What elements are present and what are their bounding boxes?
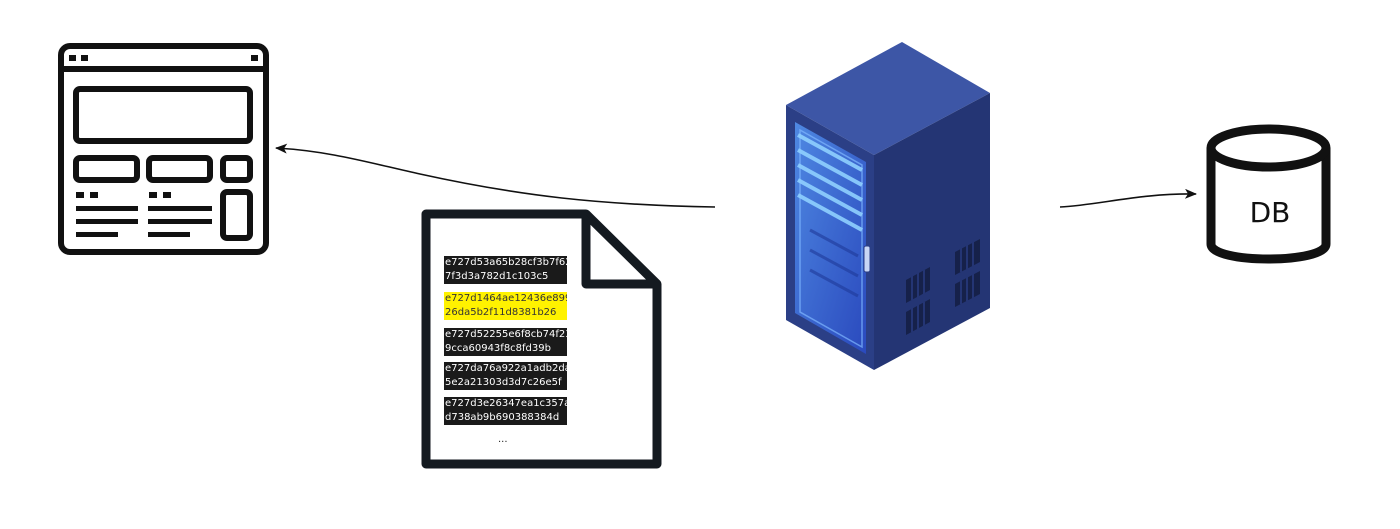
browser-wireframe-details (69, 55, 258, 237)
hash-line: 26da5b2f11d8381b26 (445, 307, 557, 318)
arrow-server-to-browser (275, 143, 716, 208)
hash-line: 9cca60943f8c8fd39b (445, 343, 551, 354)
database-icon (1206, 124, 1331, 264)
hash-line: e727d1464ae12436e899a7 (445, 293, 567, 304)
hash-line: d738ab9b690388384d (445, 412, 560, 423)
hash-line: e727d53a65b28cf3b7f62ac (445, 257, 567, 268)
hash-entry: e727da76a922a1adb2da5 5e2a21303d3d7c26e5… (444, 362, 567, 390)
database-label: DB (1249, 196, 1291, 229)
hash-entry: e727d52255e6f8cb74f236 9cca60943f8c8fd39… (444, 328, 567, 356)
browser-wireframe-icon (58, 43, 269, 255)
server-rack-icon (786, 42, 990, 370)
hash-line: e727d52255e6f8cb74f236 (445, 329, 567, 340)
hash-line: e727da76a922a1adb2da5 (445, 363, 567, 374)
hash-entry-highlighted: e727d1464ae12436e899a7 26da5b2f11d8381b2… (444, 292, 567, 320)
arrow-server-to-db (1059, 188, 1197, 208)
hash-line: e727d3e26347ea1c357ab8 (445, 398, 567, 409)
hash-entry: e727d53a65b28cf3b7f62ac 7f3d3a782d1c103c… (444, 256, 567, 284)
hash-entry: e727d3e26347ea1c357ab8 d738ab9b690388384… (444, 397, 567, 425)
hash-line: 7f3d3a782d1c103c5 (445, 271, 549, 282)
hash-line: 5e2a21303d3d7c26e5f (445, 377, 562, 388)
file-more-indicator: ... (498, 434, 508, 445)
